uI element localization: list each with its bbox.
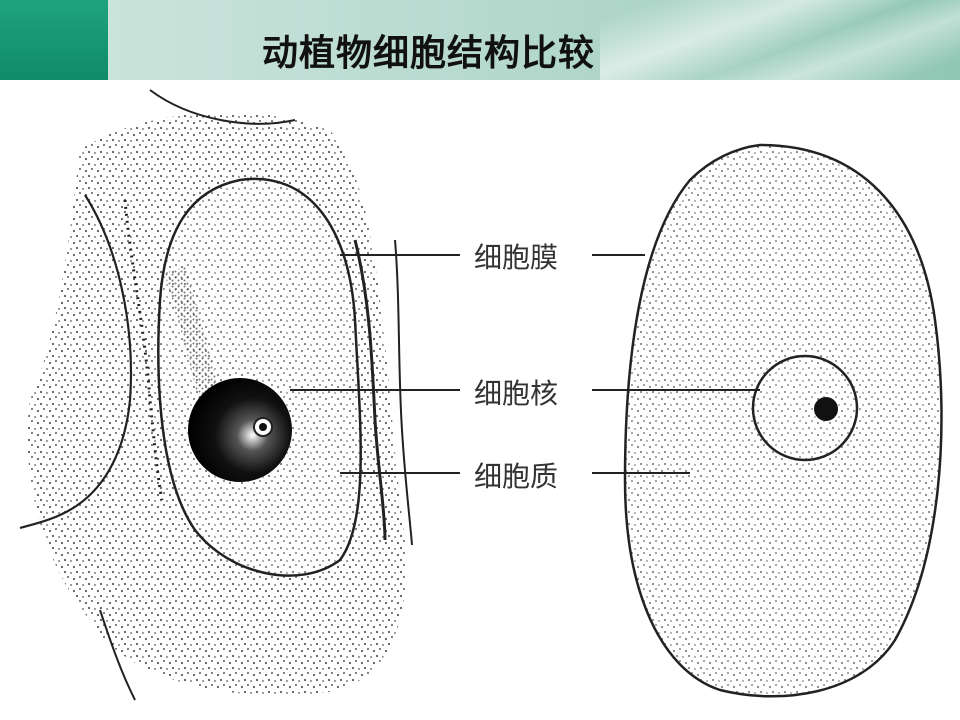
- right-cell-drawing: [623, 143, 943, 698]
- leader-lines: [290, 254, 760, 474]
- slide-header: 动植物细胞结构比较: [0, 0, 960, 80]
- header-decoration: [600, 0, 960, 80]
- label-cytoplasm: 细胞质: [474, 460, 559, 493]
- header-accent-block: [0, 0, 108, 80]
- left-cell-drawing: [19, 89, 413, 701]
- label-cell-nucleus: 细胞核: [474, 377, 559, 410]
- slide-title: 动植物细胞结构比较: [262, 33, 596, 74]
- cell-comparison-diagram: [19, 89, 943, 701]
- label-cell-membrane: 细胞膜: [474, 241, 559, 274]
